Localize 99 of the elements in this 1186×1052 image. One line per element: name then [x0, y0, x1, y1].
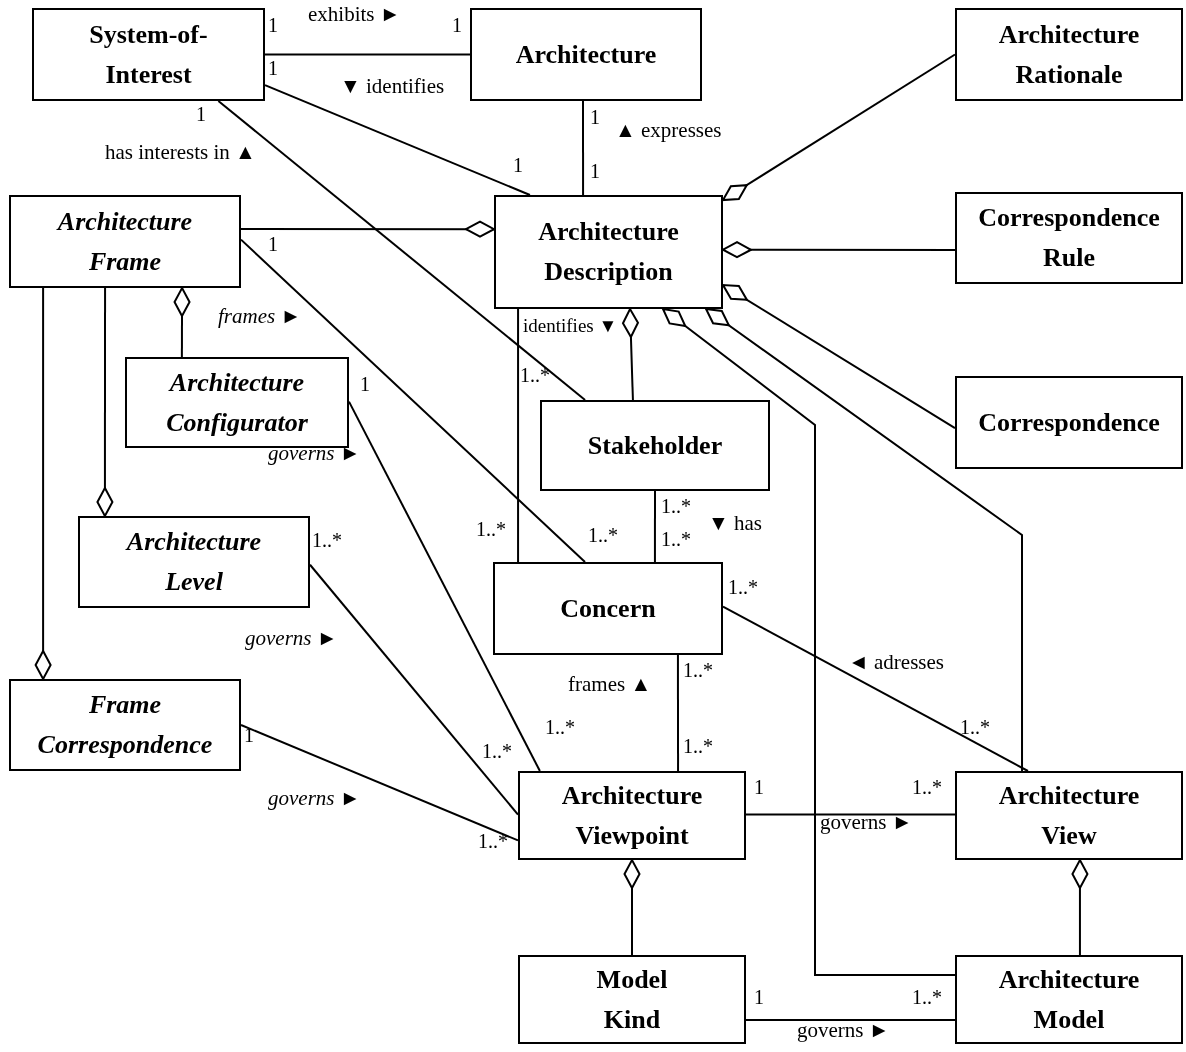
multiplicity-label: 1 — [754, 986, 764, 1008]
aggregation-line — [621, 308, 639, 401]
association-line — [745, 1018, 956, 1021]
class-box — [955, 8, 1183, 101]
edge-label: ▼ has — [708, 511, 763, 535]
edge-label: governs ► — [245, 626, 338, 650]
edge-label: governs ► — [797, 1018, 890, 1042]
class-box — [955, 376, 1183, 469]
aggregation-line — [96, 287, 114, 517]
association-line — [240, 724, 519, 842]
class-box — [540, 400, 770, 491]
association-line — [264, 53, 471, 56]
multiplicity-label: 1 — [452, 14, 462, 36]
class-box — [78, 516, 310, 608]
multiplicity-label: 1..* — [588, 524, 618, 546]
association-line — [348, 400, 541, 772]
association-line — [722, 605, 1029, 772]
multiplicity-label: 1..* — [520, 364, 550, 386]
aggregation-line — [662, 308, 956, 977]
class-box — [494, 195, 723, 309]
edge-label: identifies ▼ — [523, 314, 618, 338]
class-name: Architecture Frame — [57, 205, 193, 278]
aggregation-line — [722, 53, 956, 201]
class-name: Architecture Rationale — [998, 18, 1140, 91]
aggregation-line — [34, 287, 52, 680]
class-box — [518, 955, 746, 1044]
multiplicity-label: 1 — [513, 154, 523, 176]
class-box — [955, 955, 1183, 1044]
multiplicity-label: 1..* — [661, 495, 691, 517]
class-box — [125, 357, 349, 448]
aggregation-line — [1071, 859, 1089, 956]
class-box — [955, 771, 1183, 860]
edge-label: governs ► — [268, 441, 361, 465]
aggregation-line — [705, 308, 1024, 772]
multiplicity-label: 1..* — [661, 528, 691, 550]
edge-label: governs ► — [820, 810, 913, 834]
multiplicity-label: 1..* — [912, 986, 942, 1008]
edge-label: ▲ expresses — [615, 118, 722, 142]
class-box — [493, 562, 723, 655]
class-name: Architecture Configurator — [166, 366, 308, 439]
association-line — [676, 654, 680, 772]
edge-label: has interests in ▲ — [105, 140, 256, 164]
class-name: Concern — [560, 592, 656, 625]
multiplicity-label: 1 — [590, 160, 600, 182]
multiplicity-label: 1..* — [545, 716, 575, 738]
edge-label: frames ► — [218, 304, 302, 328]
class-box — [470, 8, 702, 101]
multiplicity-label: 1 — [360, 373, 370, 395]
multiplicity-label: 1..* — [482, 740, 512, 762]
class-name: Architecture Model — [998, 963, 1140, 1036]
multiplicity-label: 1 — [754, 776, 764, 798]
association-line — [653, 490, 656, 563]
class-name: Architecture — [515, 38, 657, 71]
edge-label: ▼ identifies — [340, 74, 445, 98]
class-box — [955, 192, 1183, 284]
multiplicity-label: 1 — [244, 724, 254, 746]
edge-label: ◄ adresses — [848, 650, 944, 674]
association-line — [217, 100, 587, 401]
multiplicity-label: 1 — [196, 103, 206, 125]
aggregation-line — [173, 287, 191, 358]
class-box — [9, 195, 241, 288]
multiplicity-label: 1..* — [728, 576, 758, 598]
multiplicity-label: 1..* — [683, 659, 713, 681]
edge-label: governs ► — [268, 786, 361, 810]
multiplicity-label: 1..* — [478, 830, 508, 852]
class-box — [518, 771, 746, 860]
association-line — [264, 84, 531, 196]
aggregation-line — [722, 284, 956, 430]
class-name: Architecture View — [998, 779, 1140, 852]
class-name: Architecture Viewpoint — [561, 779, 703, 852]
class-name: Architecture Level — [126, 526, 262, 598]
aggregation-line — [623, 859, 641, 956]
class-name: Frame Correspondence — [37, 689, 213, 761]
multiplicity-label: 1 — [590, 106, 600, 128]
association-line — [309, 563, 519, 816]
class-name: Correspondence Rule — [978, 202, 1160, 274]
multiplicity-label: 1..* — [683, 735, 713, 757]
multiplicity-label: 1..* — [960, 716, 990, 738]
class-box — [9, 679, 241, 771]
association-line — [745, 813, 956, 816]
multiplicity-label: 1..* — [912, 776, 942, 798]
class-name: Stakeholder — [587, 429, 723, 462]
edge-label: frames ▲ — [568, 672, 652, 696]
association-line — [517, 308, 520, 563]
association-line — [582, 100, 585, 196]
multiplicity-label: 1 — [268, 233, 278, 255]
association-line — [240, 238, 586, 563]
class-name: System-of-Interest — [88, 18, 209, 91]
class-name: Model Kind — [596, 963, 668, 1036]
class-name: Architecture Description — [538, 216, 679, 288]
multiplicity-label: 1 — [268, 14, 278, 36]
class-box — [32, 8, 265, 101]
aggregation-line — [240, 220, 495, 238]
multiplicity-label: 1..* — [476, 518, 506, 540]
aggregation-line — [722, 241, 956, 259]
multiplicity-label: 1..* — [312, 529, 342, 551]
class-name: Correspondence — [978, 406, 1160, 439]
edge-label: exhibits ► — [308, 2, 401, 26]
multiplicity-label: 1 — [268, 57, 278, 79]
